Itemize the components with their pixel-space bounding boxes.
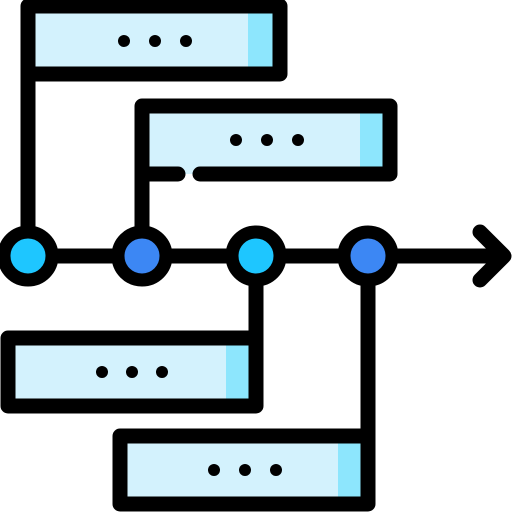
- box-4: [112, 428, 376, 512]
- connectors: [20, 66, 376, 444]
- node-2: [111, 225, 173, 287]
- box-1: [20, 0, 288, 82]
- box-2: [134, 98, 398, 182]
- box-3: [0, 330, 264, 414]
- box-4-dot: [208, 464, 220, 476]
- box-3-dot: [156, 366, 168, 378]
- box-1-dot: [118, 35, 130, 47]
- box-1-dot: [180, 35, 192, 47]
- box-1-border: [20, 0, 288, 82]
- arrow-right-icon: [472, 224, 512, 288]
- box-2-dot: [261, 134, 273, 146]
- node-4: [337, 225, 399, 287]
- timeline-nodes: [0, 225, 399, 287]
- box-1-dot: [149, 35, 161, 47]
- node-1: [0, 225, 59, 287]
- box-4-dot: [239, 464, 251, 476]
- box-3-dot: [126, 366, 138, 378]
- box-2-dot: [230, 134, 242, 146]
- box-4-dot: [270, 464, 282, 476]
- box-3-border: [0, 330, 264, 414]
- node-3: [225, 225, 287, 287]
- box-2-dot: [292, 134, 304, 146]
- box-3-dot: [96, 366, 108, 378]
- box-4-border: [112, 428, 376, 512]
